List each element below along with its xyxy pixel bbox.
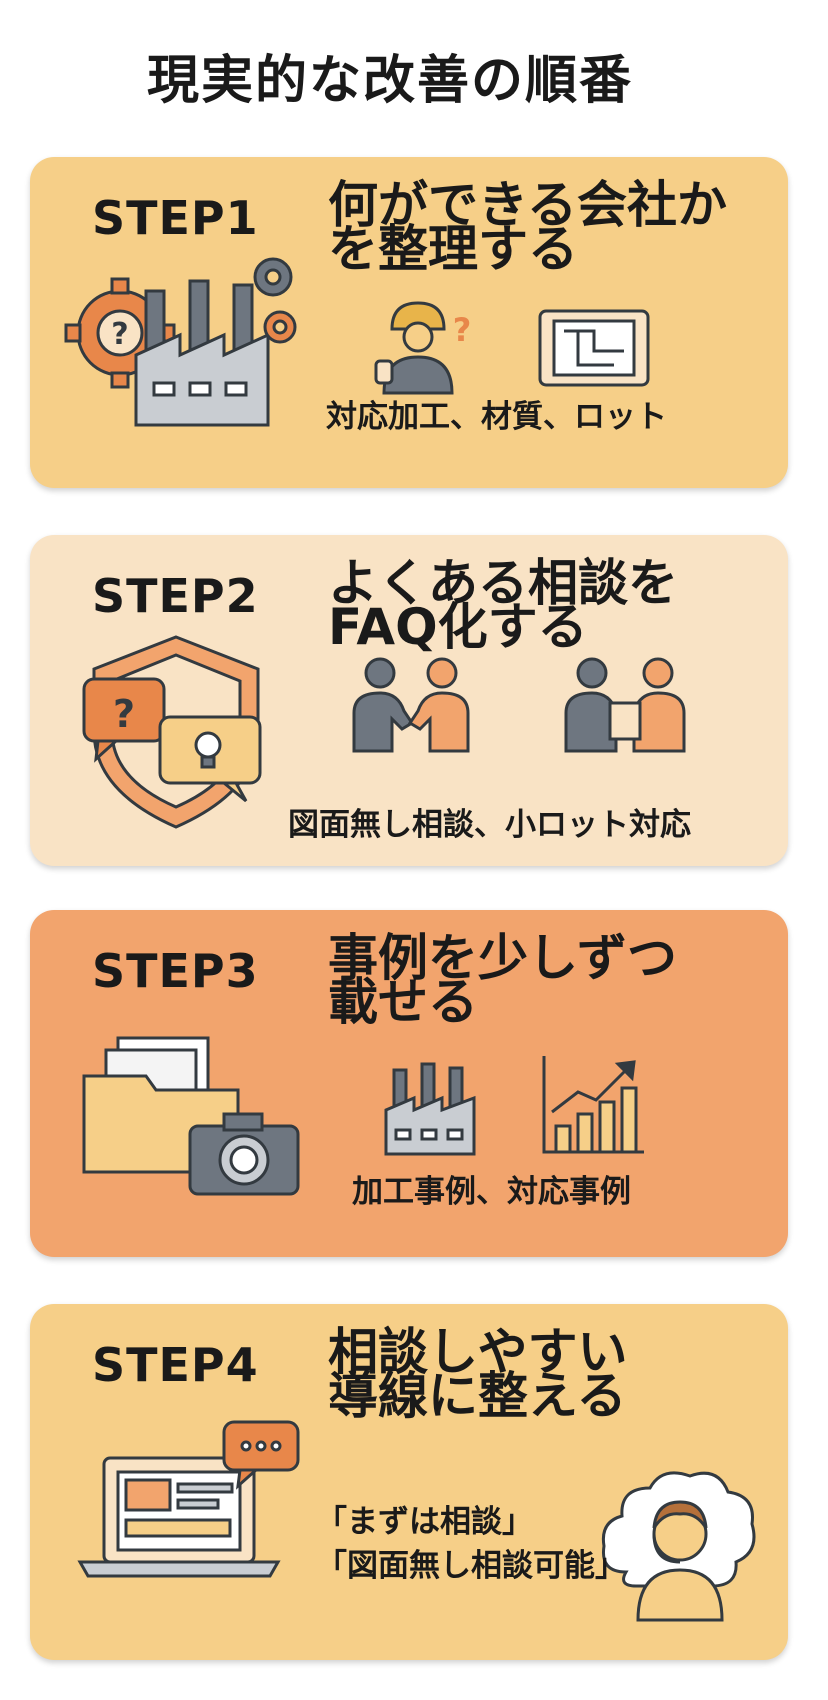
shield-speech-icon: ? (82, 635, 262, 829)
step4-card: STEP4 相談しやすい 導線に整える 「まずは相 (30, 1304, 788, 1660)
step4-caption-line1: 「まずは相談」 (316, 1504, 533, 1540)
step2-title-line2: FAQ化する (328, 598, 588, 656)
svg-text:?: ? (113, 692, 135, 736)
step1-card: STEP1 何ができる会社か を整理する ? (30, 157, 788, 488)
support-operator-icon (601, 1471, 756, 1622)
step3-title: 事例を少しずつ 載せる (328, 929, 768, 1031)
blueprint-icon (538, 309, 650, 387)
step3-caption: 加工事例、対応事例 (352, 1174, 631, 1210)
step2-card: STEP2 よくある相談を FAQ化する ? (30, 535, 788, 866)
worker-question-icon: ? (374, 301, 472, 395)
step1-title-line2: を整理する (328, 220, 578, 278)
step1-label: STEP1 (92, 191, 259, 245)
step3-title-line1: 事例を少しずつ (328, 929, 677, 987)
camera-icon (188, 1112, 300, 1196)
step1-caption: 対応加工、材質、ロット (326, 399, 667, 435)
step2-title: よくある相談を FAQ化する (328, 554, 768, 656)
step2-title-line1: よくある相談を (328, 554, 678, 612)
step2-label: STEP2 (92, 569, 259, 623)
step1-title-line1: 何ができる会社か (328, 176, 727, 234)
step4-title-line1: 相談しやすい (328, 1323, 628, 1381)
step4-label: STEP4 (92, 1338, 259, 1392)
document-handover-icon (564, 657, 686, 753)
step2-caption: 図面無し相談、小ロット対応 (288, 807, 691, 843)
step3-card: STEP3 事例を少しずつ 載せる (30, 910, 788, 1257)
step4-title-line2: 導線に整える (328, 1367, 627, 1425)
step4-title: 相談しやすい 導線に整える (328, 1323, 768, 1425)
step4-caption: 「まずは相談」 「図面無し相談可能」 (316, 1500, 626, 1588)
step3-title-line2: 載せる (328, 973, 478, 1031)
step4-caption-line2: 「図面無し相談可能」 (316, 1548, 626, 1584)
step1-title: 何ができる会社か を整理する (328, 176, 768, 278)
factory-icon (384, 1062, 476, 1156)
folder-icon (82, 1036, 240, 1174)
page-title: 現実的な改善の順番 (146, 51, 633, 111)
svg-text:?: ? (111, 317, 128, 352)
growth-chart-icon (542, 1056, 644, 1154)
laptop-chat-icon (77, 1420, 300, 1578)
factory-gears-icon: ? (64, 257, 297, 427)
svg-text:?: ? (453, 311, 472, 349)
handshake-icon (352, 657, 470, 753)
step3-label: STEP3 (92, 944, 259, 998)
